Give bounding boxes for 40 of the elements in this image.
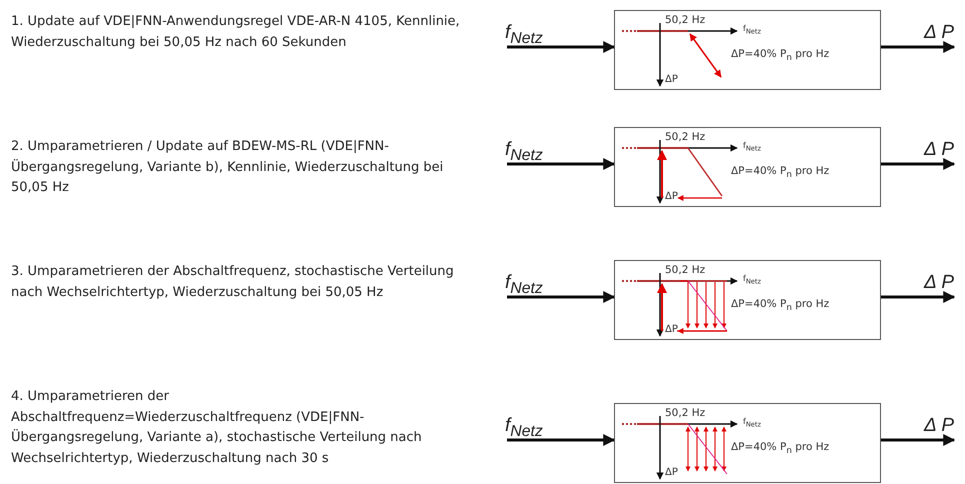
input-label: f$_{Netz}$ [505,415,543,436]
slope-label: ΔP=40% P$_{n}$ pro Hz [731,49,830,63]
controller-box [614,127,881,207]
arrow [881,291,956,303]
axis-label: f$_{Netz}$ [743,25,762,36]
frequency-label: 50,2 Hz [665,408,706,418]
frequency-label: 50,2 Hz [665,265,706,276]
input-label: f$_{Netz}$ [505,139,543,160]
input-label: f$_{Netz}$ [505,272,543,293]
output-label: Δ P [924,139,954,160]
output-label: Δ P [924,415,954,436]
axis-label: ΔP [665,192,678,202]
axis-label: f$_{Netz}$ [743,142,762,152]
frequency-label: 50,2 Hz [665,15,706,26]
input-label: f$_{Netz}$ [505,22,543,43]
arrow [881,158,956,170]
axis-label: ΔP [665,325,678,335]
controller-box [614,260,881,340]
slope-label: ΔP=40% P$_{n}$ pro Hz [731,442,830,456]
axis-label: ΔP [665,468,678,478]
axis-label: f$_{Netz}$ [743,275,762,286]
description-text: 4. Umparametrieren der Abschaltfrequenz=Wiederzuschaltfrequenz (VDE|FNN-Übergangsregelung, Variante a), stochastische Verteilung nach Wechselrichtertyp, Wiederzuschaltung nach 30 s [11,388,423,468]
arrow [881,434,956,446]
frequency-label: 50,2 Hz [665,132,706,142]
output-label: Δ P [924,272,954,293]
arrow [507,434,616,446]
arrow [507,158,616,170]
arrow [881,41,956,53]
controller-box [614,10,881,90]
description-text: 2. Umparametrieren / Update auf BDEW-MS-RL (VDE|FNN-Übergangsregelung, Variante b), Kennlinie, Wiederzuschaltung bei 50,05 Hz [11,138,444,197]
axis-label: f$_{Netz}$ [743,418,762,428]
arrow [507,291,616,303]
output-label: Δ P [924,22,954,43]
slope-label: ΔP=40% P$_{n}$ pro Hz [731,166,830,180]
axis-label: ΔP [665,75,678,85]
description-text: 1. Update auf VDE|FNN-Anwendungsregel VDE-AR-N 4105, Kennlinie, Wiederzuschaltung bei 50,05 Hz nach 60 Sekunden [11,13,461,52]
description-text: 3. Umparametrieren der Abschaltfrequenz, stochastische Verteilung nach Wechselrichtertyp, Wiederzuschaltung bei 50,05 Hz [11,263,455,302]
controller-box [614,403,881,483]
slope-label: ΔP=40% P$_{n}$ pro Hz [731,299,830,313]
arrow [507,41,616,53]
